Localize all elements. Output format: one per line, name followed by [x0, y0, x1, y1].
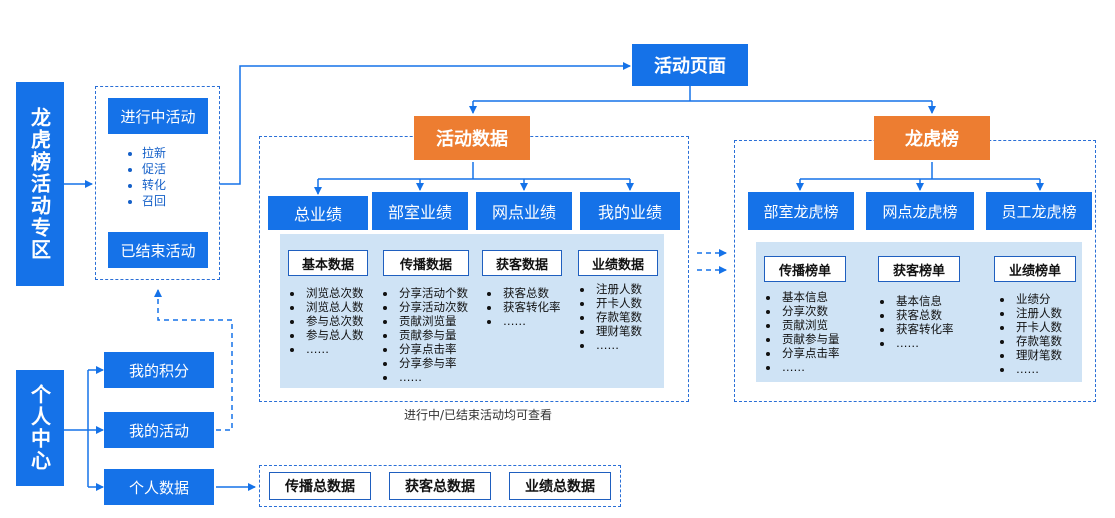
ranking-zone-title[interactable]: 龙虎榜活动专区: [16, 82, 64, 286]
acquisition-data-list: 获客总数 获客转化率 ……: [487, 286, 561, 328]
list-item: ……: [780, 360, 840, 374]
list-item: 分享点击率: [397, 342, 468, 356]
list-item: 基本信息: [894, 294, 954, 308]
ended-activity-button[interactable]: 已结束活动: [108, 232, 208, 268]
list-item: 理财笔数: [594, 324, 642, 338]
spread-total-card[interactable]: 传播总数据: [269, 472, 371, 500]
list-item: 分享点击率: [780, 346, 840, 360]
performance-data-card[interactable]: 业绩数据: [578, 250, 658, 276]
activity-data-node[interactable]: 活动数据: [414, 116, 530, 160]
list-item: 分享活动个数: [397, 286, 468, 300]
basic-data-list: 浏览总次数 浏览总人数 参与总次数 参与总人数 ……: [290, 286, 364, 356]
list-item: 贡献参与量: [397, 328, 468, 342]
my-points-button[interactable]: 我的积分: [104, 352, 214, 388]
personal-center-title[interactable]: 个人中心: [16, 370, 64, 486]
view-note: 进行中/已结束活动均可查看: [404, 408, 553, 422]
list-item: 获客转化率: [501, 300, 561, 314]
tab-staff-ranking[interactable]: 员工龙虎榜: [986, 192, 1092, 230]
performance-data-list: 注册人数 开卡人数 存款笔数 理财笔数 ……: [580, 282, 642, 352]
active-item[interactable]: 促活: [142, 161, 166, 177]
list-item: 分享活动次数: [397, 300, 468, 314]
performance-total-card[interactable]: 业绩总数据: [509, 472, 611, 500]
personal-data-button[interactable]: 个人数据: [104, 469, 214, 505]
tab-branch-ranking[interactable]: 网点龙虎榜: [866, 192, 974, 230]
list-item: 开卡人数: [1014, 320, 1062, 334]
ranking-node[interactable]: 龙虎榜: [874, 116, 990, 160]
acquisition-total-card[interactable]: 获客总数据: [389, 472, 491, 500]
list-item: 理财笔数: [1014, 348, 1062, 362]
spread-data-card[interactable]: 传播数据: [383, 250, 469, 276]
list-item: 获客总数: [894, 308, 954, 322]
active-item[interactable]: 召回: [142, 193, 166, 209]
list-item: 开卡人数: [594, 296, 642, 310]
list-item: 获客转化率: [894, 322, 954, 336]
list-item: 参与总次数: [304, 314, 364, 328]
list-item: 存款笔数: [1014, 334, 1062, 348]
spread-data-list: 分享活动个数 分享活动次数 贡献浏览量 贡献参与量 分享点击率 分享参与率 ……: [383, 286, 468, 384]
tab-total-performance[interactable]: 总业绩: [268, 196, 368, 230]
tab-branch-performance[interactable]: 网点业绩: [476, 192, 572, 230]
basic-data-card[interactable]: 基本数据: [288, 250, 368, 276]
totals-group: [259, 465, 621, 507]
acquisition-ranking-list: 基本信息 获客总数 获客转化率 ……: [880, 294, 954, 350]
active-activity-list: 拉新 促活 转化 召回: [128, 145, 166, 209]
list-item: 分享次数: [780, 304, 840, 318]
list-item: ……: [894, 336, 954, 350]
active-item[interactable]: 转化: [142, 177, 166, 193]
my-activity-button[interactable]: 我的活动: [104, 412, 214, 448]
list-item: 贡献参与量: [780, 332, 840, 346]
acquisition-data-card[interactable]: 获客数据: [482, 250, 562, 276]
activity-page-node[interactable]: 活动页面: [632, 44, 748, 86]
list-item: 业绩分: [1014, 292, 1062, 306]
list-item: 浏览总次数: [304, 286, 364, 300]
spread-ranking-card[interactable]: 传播榜单: [764, 256, 846, 282]
tab-dept-ranking[interactable]: 部室龙虎榜: [748, 192, 854, 230]
list-item: ……: [594, 338, 642, 352]
acquisition-ranking-card[interactable]: 获客榜单: [878, 256, 960, 282]
list-item: 贡献浏览量: [397, 314, 468, 328]
list-item: 贡献浏览: [780, 318, 840, 332]
list-item: 存款笔数: [594, 310, 642, 324]
spread-ranking-list: 基本信息 分享次数 贡献浏览 贡献参与量 分享点击率 ……: [766, 290, 840, 374]
list-item: 浏览总人数: [304, 300, 364, 314]
active-item[interactable]: 拉新: [142, 145, 166, 161]
list-item: 注册人数: [1014, 306, 1062, 320]
tab-dept-performance[interactable]: 部室业绩: [372, 192, 468, 230]
list-item: ……: [1014, 362, 1062, 376]
list-item: 注册人数: [594, 282, 642, 296]
list-item: ……: [501, 314, 561, 328]
performance-ranking-card[interactable]: 业绩榜单: [994, 256, 1076, 282]
list-item: 参与总人数: [304, 328, 364, 342]
tab-my-performance[interactable]: 我的业绩: [580, 192, 680, 230]
activity-group-box: [95, 86, 220, 280]
list-item: 基本信息: [780, 290, 840, 304]
list-item: ……: [397, 370, 468, 384]
list-item: 获客总数: [501, 286, 561, 300]
list-item: 分享参与率: [397, 356, 468, 370]
performance-ranking-list: 业绩分 注册人数 开卡人数 存款笔数 理财笔数 ……: [1000, 292, 1062, 376]
active-activity-button[interactable]: 进行中活动: [108, 98, 208, 134]
list-item: ……: [304, 342, 364, 356]
